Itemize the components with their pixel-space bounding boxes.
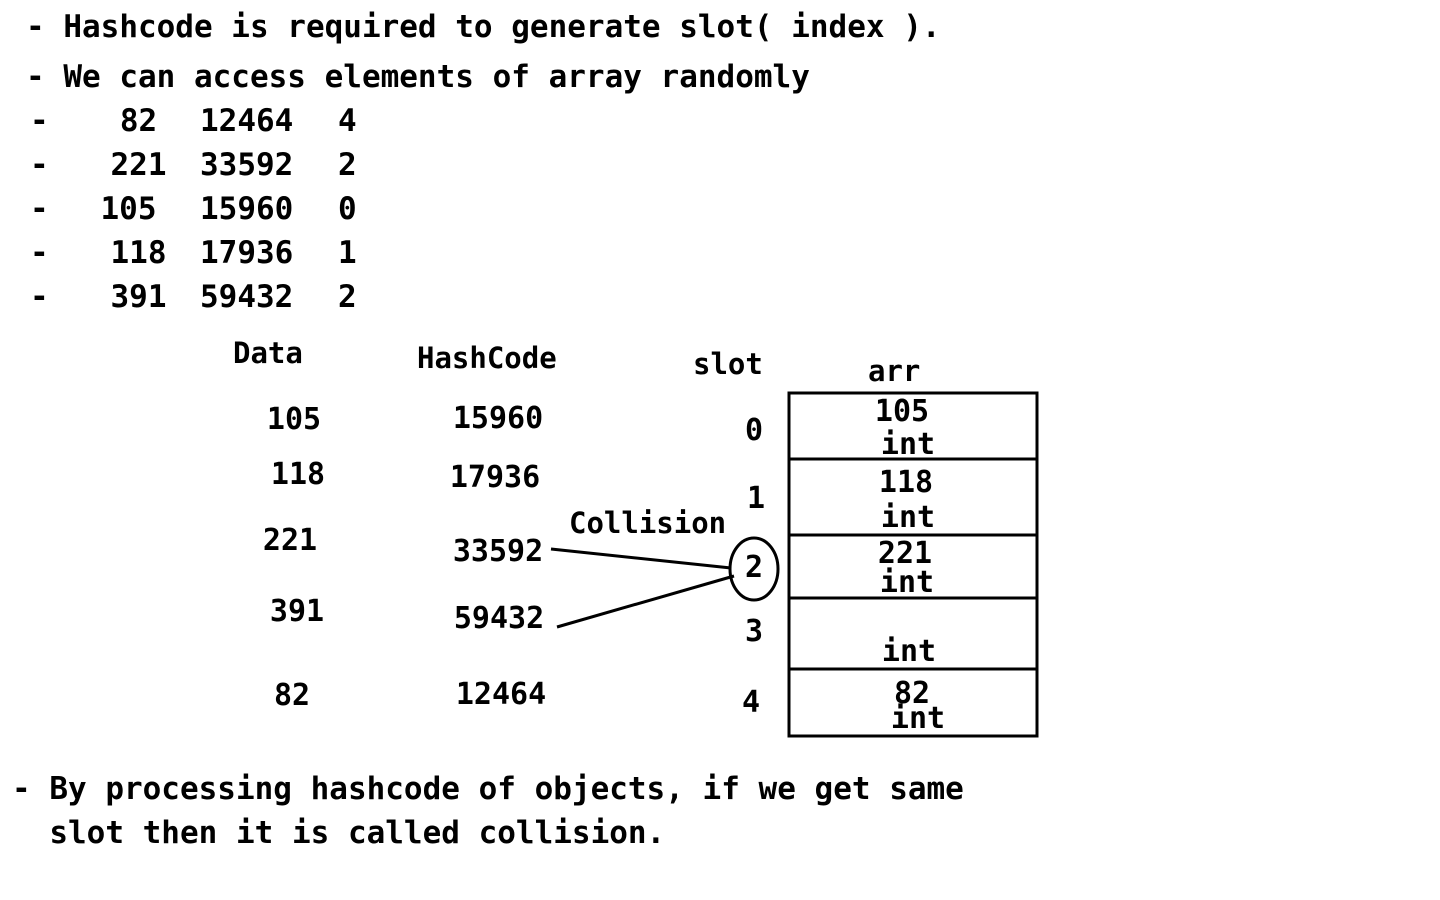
header-arr: arr [868, 354, 921, 388]
header-hashcode: HashCode [417, 341, 557, 375]
row-hashcode: 33592 [200, 147, 294, 183]
header-slot: slot [693, 347, 763, 381]
data-value: 105 [266, 402, 322, 437]
collision-circle [728, 536, 780, 602]
row-hashcode: 12464 [200, 103, 294, 139]
row-slot: 0 [338, 191, 357, 227]
bullet-hashcode-required: - Hashcode is required to generate slot(… [26, 9, 941, 45]
cell-type: int [890, 701, 946, 736]
slot-index: 0 [744, 413, 764, 448]
cell-type: int [880, 500, 936, 535]
row-slot: 1 [338, 235, 357, 271]
hashcode-value: 59432 [453, 601, 545, 636]
data-value: 391 [269, 594, 325, 629]
data-value: 118 [270, 457, 326, 492]
row-data: 221 [110, 147, 167, 183]
row-hashcode: 59432 [200, 279, 294, 315]
slot-index: 4 [741, 685, 761, 720]
cell-type: int [881, 634, 937, 669]
connector-line-33592 [550, 547, 732, 570]
header-data: Data [233, 336, 303, 370]
row-dash: - [30, 147, 49, 183]
row-data: 391 [110, 279, 167, 315]
slot-index: 3 [744, 614, 764, 649]
footer-line-2: slot then it is called collision. [12, 815, 666, 851]
row-hashcode: 17936 [200, 235, 294, 271]
row-slot: 4 [338, 103, 357, 139]
cell-value: 118 [878, 465, 934, 500]
row-dash: - [30, 279, 49, 315]
row-data: 82 [119, 103, 158, 139]
hashcode-value: 17936 [449, 460, 541, 495]
cell-value: 82 [893, 676, 931, 711]
array-outline [787, 391, 1039, 738]
hashcode-value: 15960 [452, 401, 544, 436]
row-data: 105 [100, 191, 157, 227]
array-box [787, 391, 1039, 738]
row-hashcode: 15960 [200, 191, 294, 227]
slot-index: 1 [746, 481, 766, 516]
slot-index-collision: 2 [744, 550, 764, 585]
cell-type: int [879, 565, 935, 600]
data-value: 82 [273, 678, 311, 713]
row-dash: - [30, 235, 49, 271]
data-value: 221 [262, 523, 318, 558]
row-data: 118 [110, 235, 167, 271]
collision-label: Collision [569, 506, 727, 540]
row-slot: 2 [338, 147, 357, 183]
hashcode-value: 33592 [452, 534, 544, 569]
row-dash: - [30, 191, 49, 227]
row-dash: - [30, 103, 49, 139]
cell-type: int [880, 427, 936, 462]
cell-value: 105 [874, 394, 930, 429]
hashcode-value: 12464 [455, 677, 547, 712]
cell-value: 221 [877, 536, 933, 571]
row-slot: 2 [338, 279, 357, 315]
bullet-random-access: - We can access elements of array random… [26, 59, 810, 95]
footer-line-1: - By processing hashcode of objects, if … [12, 771, 964, 807]
connector-line-59432 [556, 574, 735, 629]
